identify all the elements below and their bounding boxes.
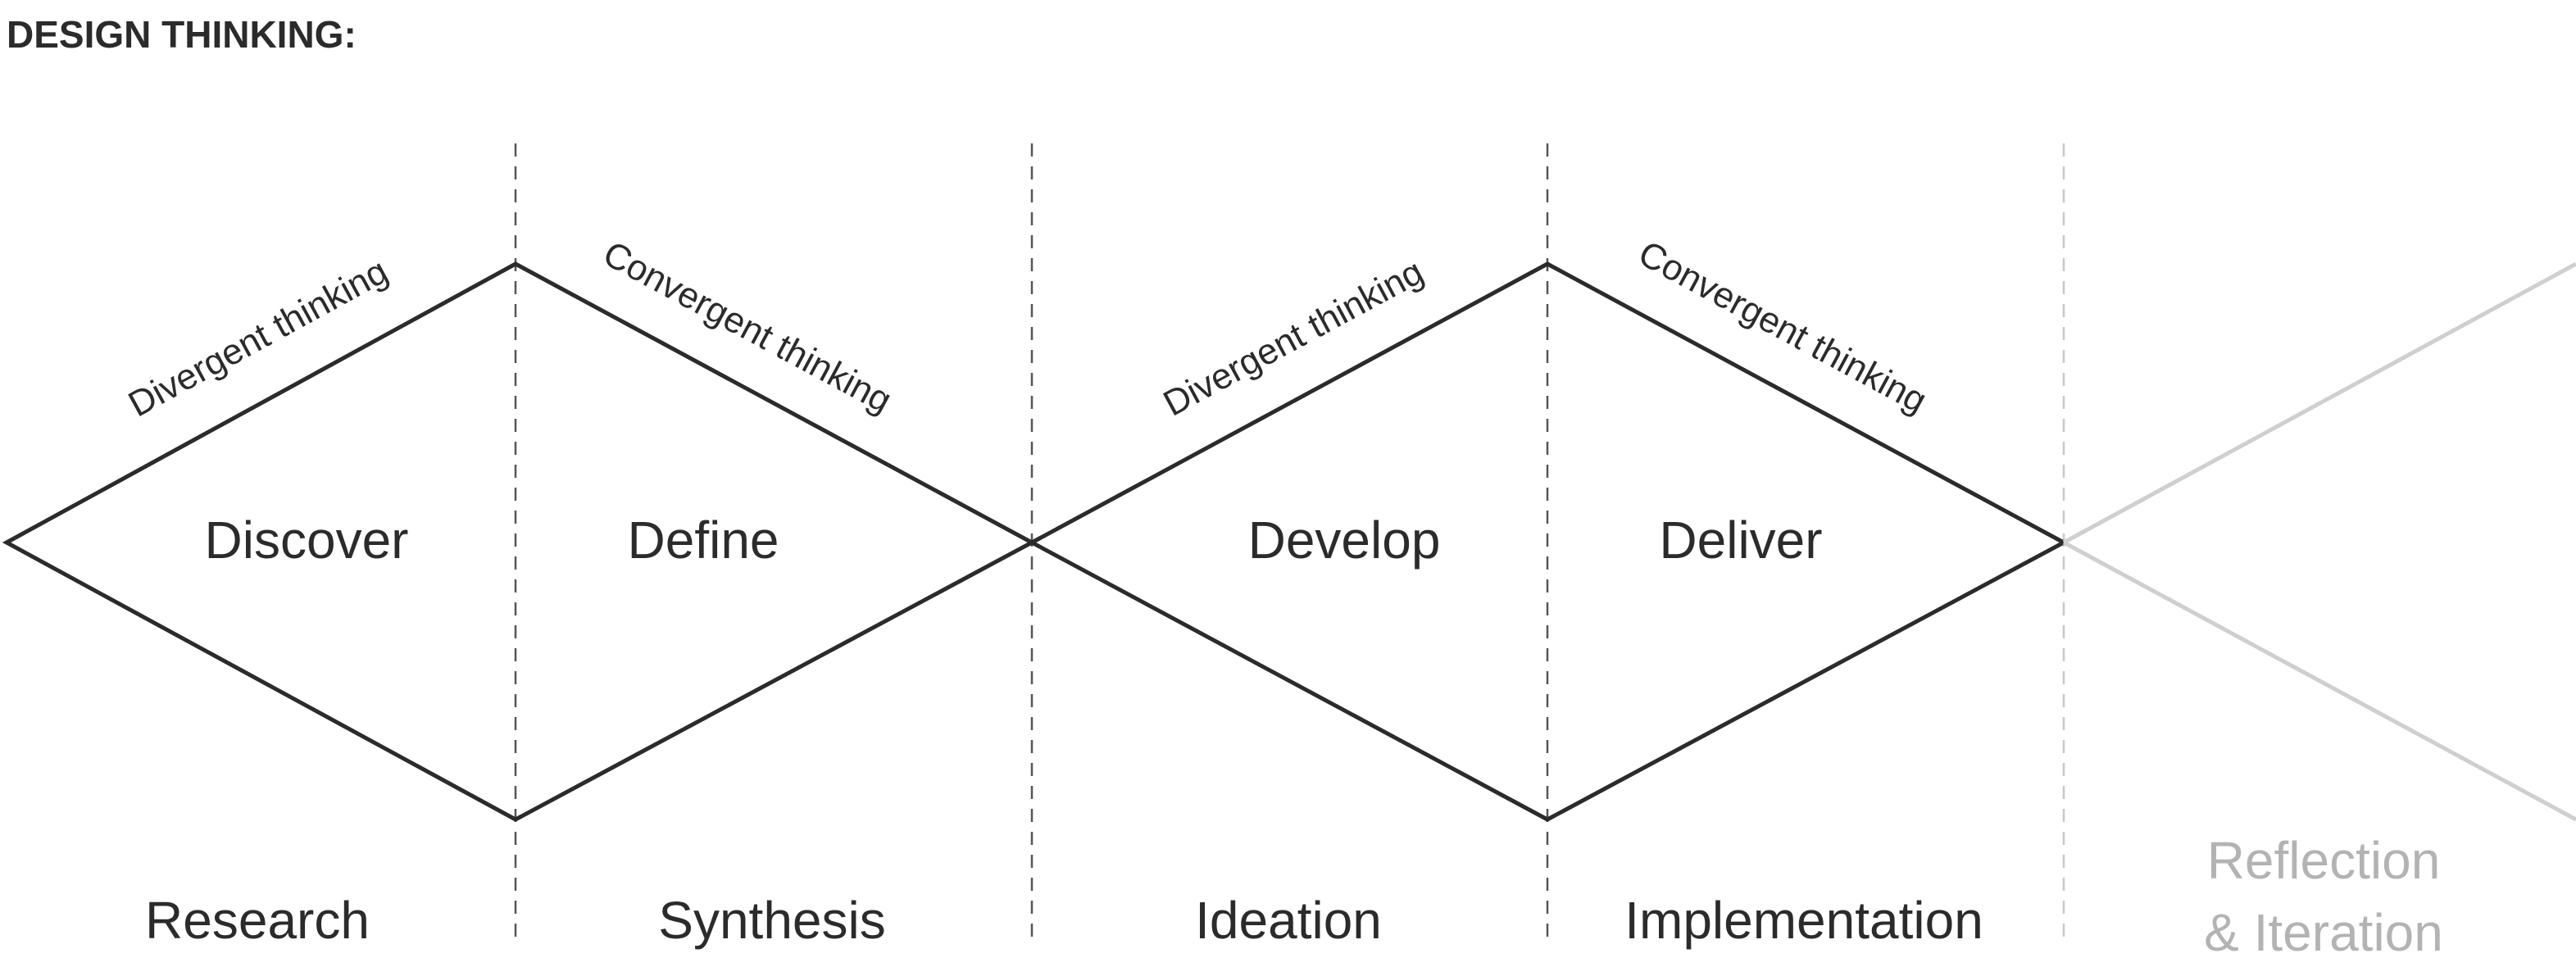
bottom-label-implementation: Implementation <box>1624 891 1983 950</box>
continuation-line-down <box>2062 540 2576 822</box>
divergent-thinking-label-1: Divergent thinking <box>122 251 394 424</box>
divergent-thinking-label-2: Divergent thinking <box>1157 252 1430 424</box>
bottom-label-iteration: & Iteration <box>2204 903 2443 962</box>
bottom-label-research: Research <box>145 891 370 950</box>
continuation-line-up <box>2062 261 2576 545</box>
diamond-1 <box>2 261 1037 822</box>
phase-develop: Develop <box>1248 511 1441 570</box>
phase-deliver: Deliver <box>1659 511 1822 570</box>
bottom-label-reflection: Reflection <box>2207 831 2441 890</box>
bottom-label-ideation: Ideation <box>1195 891 1382 950</box>
phase-discover: Discover <box>205 511 409 570</box>
convergent-thinking-label-1: Convergent thinking <box>597 234 898 421</box>
bottom-label-synthesis: Synthesis <box>658 891 885 950</box>
phase-define: Define <box>628 511 779 570</box>
diagram-title: DESIGN THINKING: <box>7 13 357 56</box>
